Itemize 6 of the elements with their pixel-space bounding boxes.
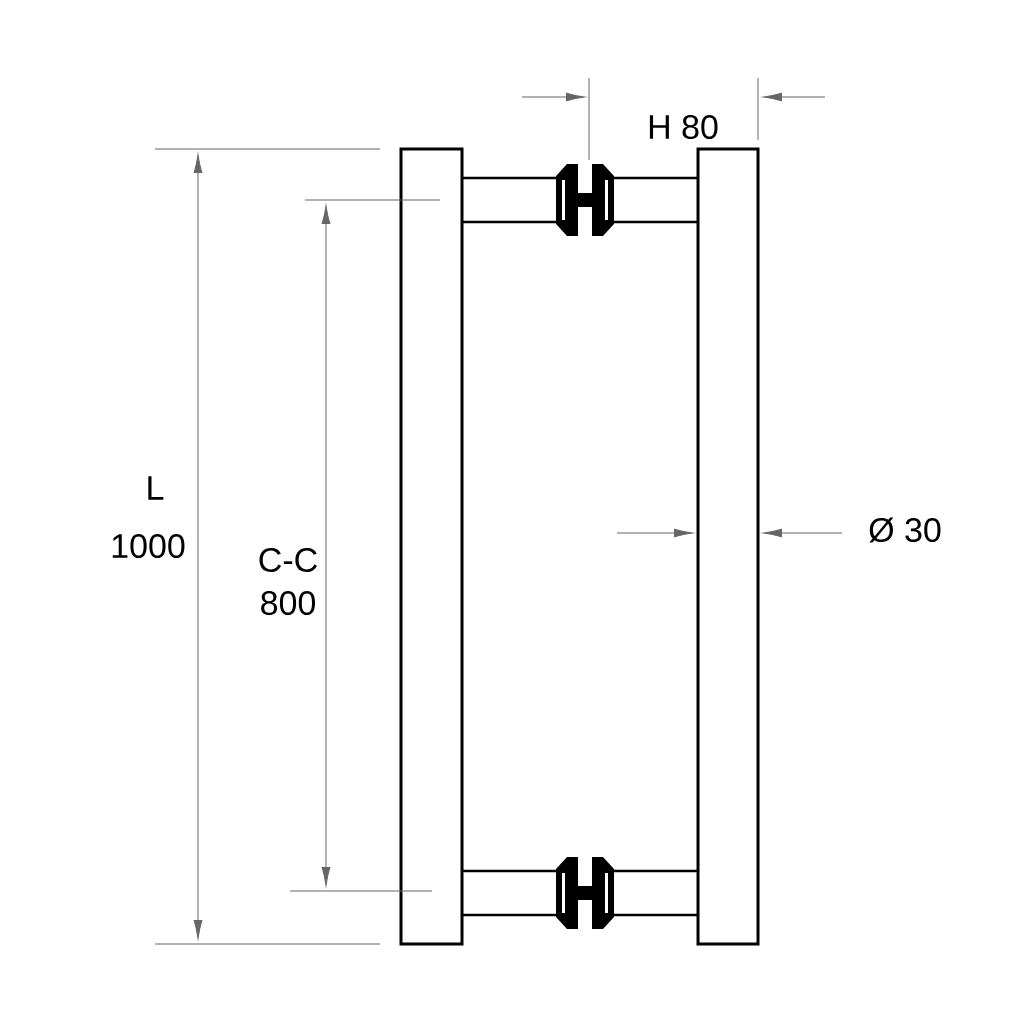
dimension-label: 800 [261,590,316,616]
dimension-label: C-C [259,547,317,573]
dimension-label: L [148,476,164,500]
dimension-label: 1000 [112,533,185,559]
dimension-label: Ø 30 [869,517,941,543]
dimension-label: H 80 [649,114,718,140]
